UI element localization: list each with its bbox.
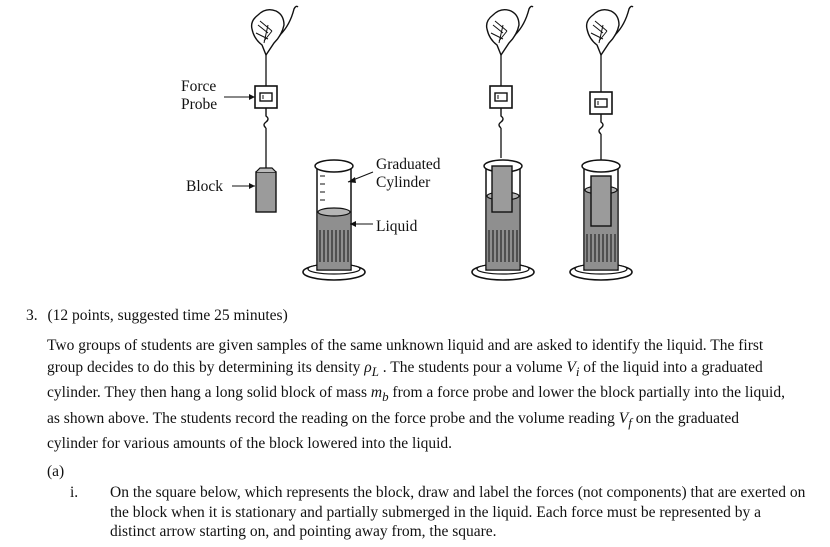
paragraph-text-5: on the graduated cylinder for various am… <box>47 409 739 453</box>
rho-symbol: ρ <box>364 358 372 376</box>
question-paragraph: Two groups of students are given samples… <box>47 335 787 455</box>
force-probe-label-2: Probe <box>181 96 218 113</box>
subscript-L: L <box>371 363 379 379</box>
subscript-f: f <box>628 414 632 430</box>
volume-symbol-initial: V <box>566 358 576 376</box>
question-number: 3. <box>26 307 38 324</box>
graduated-cylinder-label-1: Graduated <box>376 156 441 173</box>
paragraph-text-2: . The students pour a volume <box>378 358 567 376</box>
paragraph-text-4: from a force probe and lower the block p… <box>47 384 785 427</box>
apparatus-1 <box>224 5 299 213</box>
paragraph-text-3: of the liquid into a graduated cylinder.… <box>47 358 763 402</box>
question-points: (12 points, suggested time 25 minutes) <box>47 307 288 324</box>
force-probe-label-1: Force <box>181 78 217 95</box>
apparatus-drawing <box>224 5 634 281</box>
apparatus-figure: Force Probe Block Graduated Cylinder Liq… <box>181 5 634 281</box>
volume-symbol-final: V <box>618 409 629 427</box>
mass-symbol: m <box>370 384 383 402</box>
part-a-label: (a) <box>47 463 65 480</box>
liquid-label: Liquid <box>376 218 418 235</box>
apparatus-2 <box>302 159 374 281</box>
paragraph-text-1: Two groups of students are given samples… <box>47 337 764 376</box>
graduated-cylinder-label-2: Cylinder <box>376 174 431 191</box>
block-label: Block <box>186 178 224 195</box>
subscript-i: i <box>575 363 580 379</box>
part-a-item-i: i. On the square below, which represents … <box>70 483 810 542</box>
question-body: Two groups of students are given samples… <box>47 335 787 455</box>
question-header: 3. (12 points, suggested time 25 minutes… <box>26 307 288 325</box>
apparatus-3 <box>471 5 535 281</box>
apparatus-4 <box>569 5 634 281</box>
item-i-label: i. <box>70 484 79 501</box>
subscript-b: b <box>382 389 389 405</box>
item-i-text: On the square below, which represents th… <box>110 484 806 540</box>
